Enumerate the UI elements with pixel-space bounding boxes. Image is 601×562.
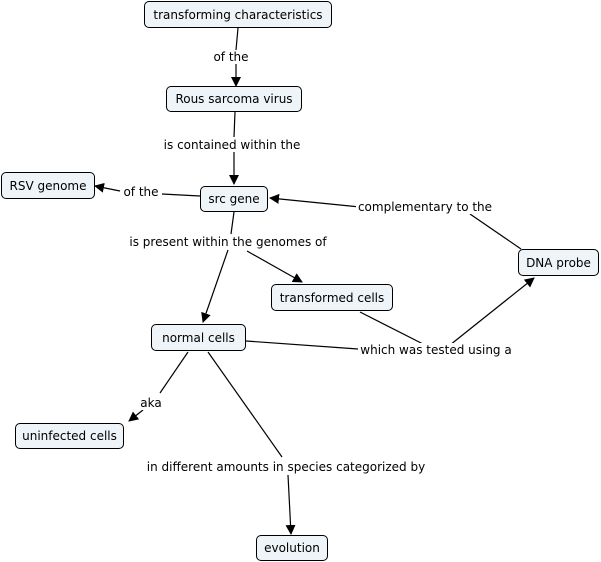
line-normal-to-amounts [207, 351, 283, 458]
arrow-to-src-from-label [269, 193, 361, 208]
line-transformed-to-tested [359, 311, 426, 346]
line-normal-to-tested [245, 340, 359, 350]
node-transformed-cells[interactable]: transformed cells [271, 284, 393, 311]
link-label-different-amounts: in different amounts in species categori… [144, 460, 428, 474]
link-label-of-the-1: of the [211, 50, 251, 64]
line-rsv-to-label [233, 111, 236, 138]
node-src-gene[interactable]: src gene [200, 186, 268, 212]
line-src-to-ofthe [161, 193, 201, 197]
line-dna-to-label [469, 213, 522, 250]
node-transforming-characteristics[interactable]: transforming characteristics [144, 1, 332, 28]
arrow-to-transformed [246, 250, 303, 283]
link-label-complementary-to: complementary to the [355, 200, 495, 214]
node-normal-cells[interactable]: normal cells [151, 324, 246, 351]
line-src-to-present [230, 211, 235, 235]
arrow-to-dna-probe [449, 277, 535, 346]
node-dna-probe[interactable]: DNA probe [518, 249, 599, 276]
arrow-to-uninfected [128, 409, 144, 422]
link-label-is-contained-within: is contained within the [161, 138, 303, 152]
line-normal-to-aka [159, 351, 189, 394]
link-label-tested-using: which was tested using a [358, 343, 514, 357]
arrow-to-rsv-genome [94, 182, 121, 193]
link-label-aka: aka [138, 396, 164, 410]
link-label-of-the-2: of the [121, 185, 161, 199]
node-uninfected-cells[interactable]: uninfected cells [15, 423, 124, 449]
node-evolution[interactable]: evolution [256, 535, 328, 561]
arrow-to-normal [201, 249, 229, 323]
link-label-present-within-genomes: is present within the genomes of [127, 235, 329, 249]
arrow-to-evolution [285, 474, 296, 535]
node-rsv-genome[interactable]: RSV genome [1, 172, 95, 199]
line-transforming-to-label [235, 27, 239, 51]
node-rous-sarcoma-virus[interactable]: Rous sarcoma virus [166, 86, 302, 112]
